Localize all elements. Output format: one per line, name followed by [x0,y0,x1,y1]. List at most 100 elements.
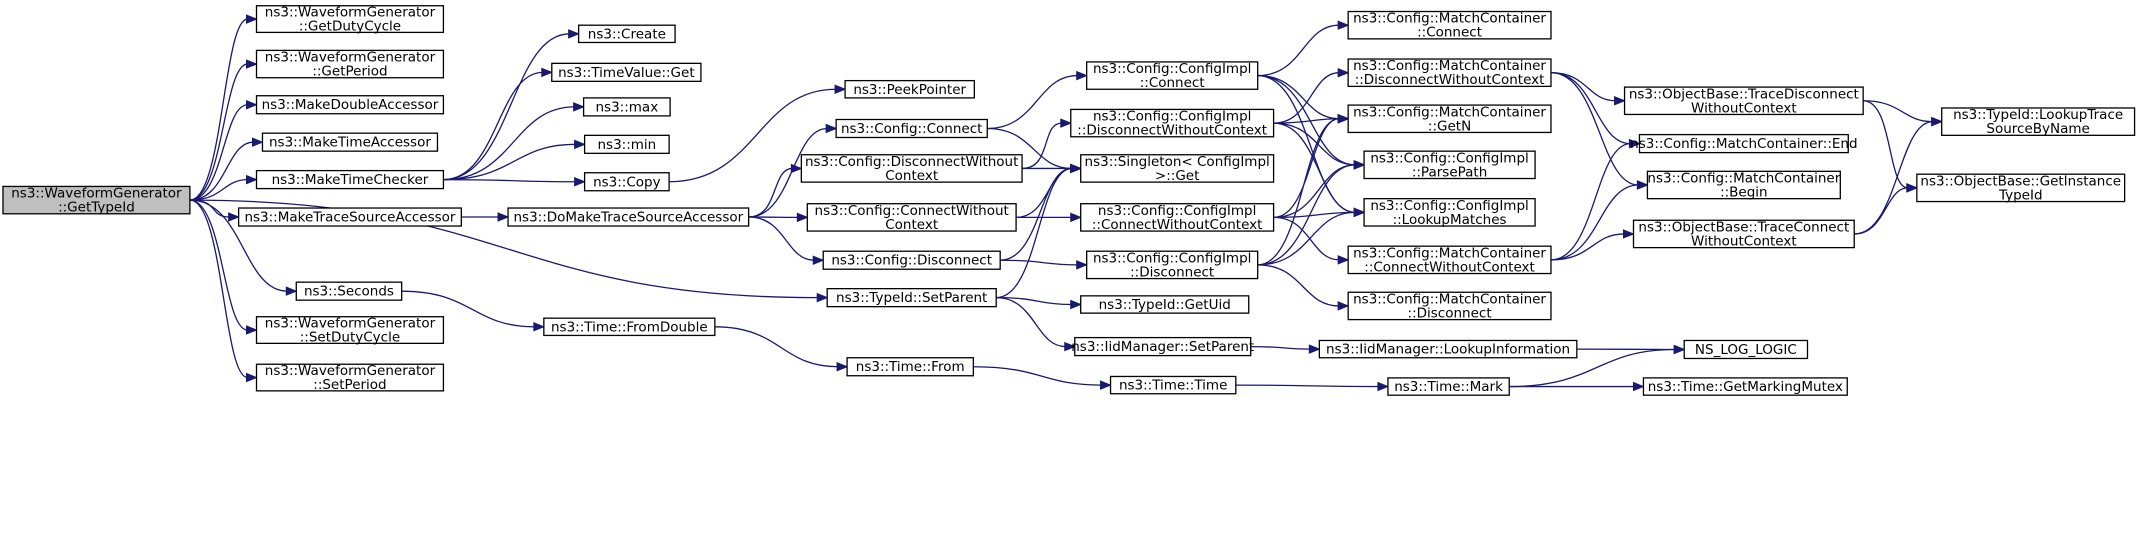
node-wg-getduty[interactable]: ns3::WaveformGenerator::GetDutyCycle [255,5,445,35]
arrowhead-root-to-maketimechk [246,174,258,185]
node-box [1074,336,1252,357]
node-label: ::ConnectWithoutContext [1364,259,1535,275]
edge-dotrace-to-cfgdisc [748,216,815,261]
node-min[interactable]: ns3::min [583,134,670,154]
node-mc-getn[interactable]: ns3::Config::MatchContainer::GetN [1347,104,1552,134]
node-timemark[interactable]: ns3::Time::Mark [1387,377,1510,396]
node-mc-disc[interactable]: ns3::Config::MatchContainer::Disconnect [1347,291,1552,321]
node-label: >::Get [1155,168,1199,184]
node-label: ns3::Time::From [856,359,965,375]
node-impl-connwc[interactable]: ns3::Config::ConfigImpl::ConnectWithoutC… [1080,203,1275,233]
node-impl-disc[interactable]: ns3::Config::ConfigImpl::Disconnect [1086,250,1259,280]
node-impl-lookup[interactable]: ns3::Config::ConfigImpl::LookupMatches [1363,198,1536,228]
edge-fromdouble-to-timefrom [714,326,839,368]
node-mc-connwc[interactable]: ns3::Config::MatchContainer::ConnectWith… [1347,245,1552,275]
node-fromdouble[interactable]: ns3::Time::FromDouble [543,317,716,337]
node-box [1638,133,1849,154]
node-wg-getperiod[interactable]: ns3::WaveformGenerator::GetPeriod [255,50,445,80]
node-impl-discwc[interactable]: ns3::Config::ConfigImpl::DisconnectWitho… [1070,108,1275,139]
node-makedouble[interactable]: ns3::MakeDoubleAccessor [255,95,445,115]
node-root[interactable]: ns3::WaveformGenerator::GetTypeId [2,186,191,216]
edge-timefrom-to-timetime [973,366,1102,386]
edge-copy-to-peek [669,88,837,183]
node-box [1347,291,1552,321]
edge-setparent-to-singleton [996,167,1072,299]
node-timetime[interactable]: ns3::Time::Time [1109,375,1237,395]
node-mc-begin[interactable]: ns3::Config::MatchContainer::Begin [1646,170,1841,200]
node-mc-connect[interactable]: ns3::Config::MatchContainer::Connect [1347,11,1552,41]
node-box [551,62,702,82]
node-nslog[interactable]: NS_LOG_LOGIC [1683,339,1809,360]
arrowhead-dotrace-to-cfgdisc [812,255,825,265]
node-ob-traceconn[interactable]: ns3::ObjectBase::TraceConnectWithoutCont… [1632,219,1855,249]
node-mc-discwc[interactable]: ns3::Config::MatchContainer::DisconnectW… [1347,58,1552,88]
node-wg-setperiod[interactable]: ns3::WaveformGenerator::SetPeriod [255,363,445,393]
node-box [1080,295,1250,314]
node-dotrace[interactable]: ns3::DoMakeTraceSourceAccessor [507,207,750,227]
edge-impl_disc-to-impl_parse [1257,164,1356,266]
edge-ob_traceconn-to-getinstance [1854,187,1908,235]
node-getmarking[interactable]: ns3::Time::GetMarkingMutex [1642,377,1848,396]
edges-layer [189,14,1944,392]
arrowhead-cfgdiscwc-to-impl_discwc [1060,118,1073,128]
node-timevalueget[interactable]: ns3::TimeValue::Get [551,62,702,82]
edge-mc_connwc-to-ob_traceconn [1550,233,1625,261]
node-label: ns3::WaveformGenerator [11,186,182,202]
arrowhead-mc_connwc-to-ob_traceconn [1622,229,1635,239]
node-label: Context [885,168,938,184]
node-label: ::GetN [1428,118,1471,134]
node-label: ns3::ObjectBase::TraceConnect [1638,219,1849,235]
node-box [822,250,1001,270]
node-label: ns3::IidManager::LookupInformation [1326,342,1570,358]
node-wg-setduty[interactable]: ns3::WaveformGenerator::SetDutyCycle [255,316,445,346]
node-cfgconnwc[interactable]: ns3::Config::ConnectWithoutContext [806,203,1017,233]
node-max[interactable]: ns3::max [582,97,671,117]
node-cfgdiscwc[interactable]: ns3::Config::DisconnectWithoutContext [800,154,1023,184]
arrowhead-setparent-to-singleton [1070,163,1083,174]
node-getuid[interactable]: ns3::TypeId::GetUid [1080,295,1250,314]
node-mc-end[interactable]: ns3::Config::MatchContainer::End [1630,133,1858,154]
node-label: ns3::WaveformGenerator [265,363,436,379]
node-cfgdisc[interactable]: ns3::Config::Disconnect [822,250,1001,270]
node-box [1086,61,1259,90]
node-label: ns3::Config::MatchContainer [1353,245,1546,261]
node-box [806,203,1017,232]
node-label: ns3::Config::ConfigImpl [1093,61,1251,77]
node-label: ::Disconnect [1130,264,1214,280]
node-label: ns3::WaveformGenerator [265,50,436,66]
node-maketimechk[interactable]: ns3::MakeTimeChecker [255,169,445,190]
node-iid-lookup[interactable]: ns3::IidManager::LookupInformation [1318,339,1578,359]
arrowhead-fromdouble-to-timefrom [836,362,849,372]
node-label: ::Connect [1417,25,1482,41]
node-label: ns3::Singleton< ConfigImpl [1085,154,1270,170]
edge-cfgdisc-to-impl_disc [1000,259,1078,266]
node-label: ns3::Config::MatchContainer [1353,11,1546,27]
edge-root-to-seconds [189,199,288,292]
node-label: ns3::Copy [593,174,661,190]
node-impl-connect[interactable]: ns3::Config::ConfigImpl::Connect [1086,61,1259,91]
node-box [255,169,445,190]
node-singleton[interactable]: ns3::Singleton< ConfigImpl >::Get [1080,154,1275,184]
node-iid-setparent[interactable]: ns3::IidManager::SetParent [1071,336,1254,357]
node-maketrace[interactable]: ns3::MakeTraceSourceAccessor [237,207,462,227]
node-label: ns3::Config::MatchContainer [1353,58,1546,74]
arrowhead-root-to-seconds [285,286,298,296]
node-label: ns3::TypeId::SetParent [836,290,987,306]
node-copy[interactable]: ns3::Copy [583,172,670,192]
node-create[interactable]: ns3::Create [577,24,676,44]
node-cfgconnect[interactable]: ns3::Config::Connect [835,118,988,139]
node-label: ns3::min [597,137,656,153]
node-box [1070,108,1275,138]
node-setparent[interactable]: ns3::TypeId::SetParent [826,287,997,308]
node-impl-parse[interactable]: ns3::Config::ConfigImpl::ParsePath [1363,150,1536,180]
node-peek[interactable]: ns3::PeekPointer [844,79,975,99]
node-maketimeacc[interactable]: ns3::MakeTimeAccessor [261,132,439,152]
node-ob-tracedisc[interactable]: ns3::ObjectBase::TraceDisconnectWithoutC… [1623,86,1864,116]
node-timefrom[interactable]: ns3::Time::From [846,357,974,377]
edge-impl_discwc-to-mc_discwc [1273,72,1340,124]
node-seconds[interactable]: ns3::Seconds [295,281,403,301]
node-label: ns3::ObjectBase::TraceDisconnect [1629,86,1859,102]
edge-impl_discwc-to-mc_getn [1273,118,1340,124]
